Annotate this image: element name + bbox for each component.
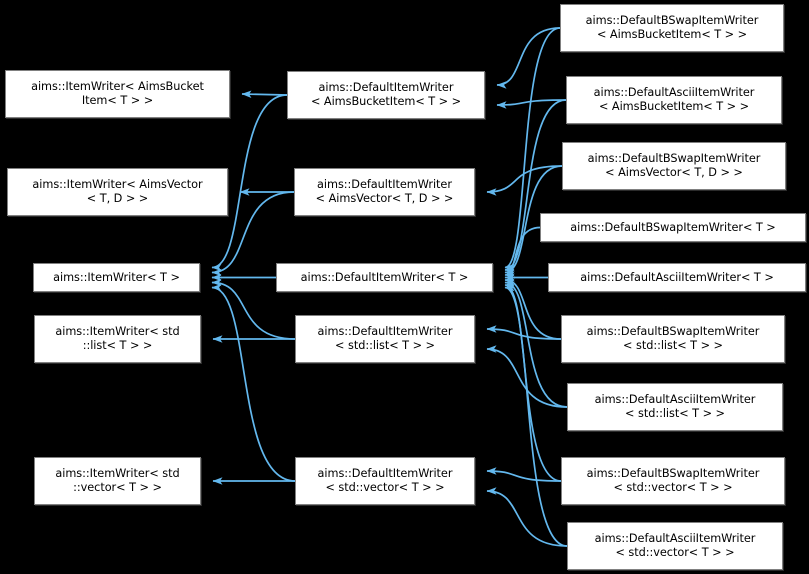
node-defaultasciiitemwriter-t[interactable]: aims::DefaultAsciiItemWriter< T > <box>548 263 806 292</box>
node-itemwriter-stdlist[interactable]: aims::ItemWriter< std ::list< T > > <box>34 315 201 363</box>
node-defaultbswapitemwriter-aimsbucketitem[interactable]: aims::DefaultBSwapItemWriter < AimsBucke… <box>560 4 784 52</box>
node-defaultitemwriter-aimsbucketitem[interactable]: aims::DefaultItemWriter < AimsBucketItem… <box>287 71 485 119</box>
node-defaultasciiitemwriter-aimsbucketitem[interactable]: aims::DefaultAsciiItemWriter < AimsBucke… <box>566 76 782 124</box>
node-defaultitemwriter-aimsvector[interactable]: aims::DefaultItemWriter < AimsVector< T,… <box>294 168 475 216</box>
node-itemwriter-stdvector[interactable]: aims::ItemWriter< std ::vector< T > > <box>34 457 201 505</box>
node-defaultitemwriter-stdvector[interactable]: aims::DefaultItemWriter < std::vector< T… <box>295 457 475 505</box>
node-defaultbswapitemwriter-aimsvector[interactable]: aims::DefaultBSwapItemWriter < AimsVecto… <box>562 142 786 190</box>
node-defaultbswapitemwriter-stdvector[interactable]: aims::DefaultBSwapItemWriter < std::vect… <box>561 457 785 505</box>
node-defaultitemwriter-t[interactable]: aims::DefaultItemWriter< T > <box>276 263 493 292</box>
node-itemwriter-aimsvector[interactable]: aims::ItemWriter< AimsVector < T, D > > <box>7 168 228 216</box>
node-itemwriter-t[interactable]: aims::ItemWriter< T > <box>33 263 200 292</box>
node-defaultasciiitemwriter-stdlist[interactable]: aims::DefaultAsciiItemWriter < std::list… <box>567 383 783 431</box>
node-defaultitemwriter-stdlist[interactable]: aims::DefaultItemWriter < std::list< T >… <box>295 315 475 363</box>
node-defaultbswapitemwriter-stdlist[interactable]: aims::DefaultBSwapItemWriter < std::list… <box>561 315 785 363</box>
node-defaultasciiitemwriter-stdvector[interactable]: aims::DefaultAsciiItemWriter < std::vect… <box>567 522 783 570</box>
node-itemwriter-aimsbucketitem[interactable]: aims::ItemWriter< AimsBucket Item< T > > <box>5 70 230 118</box>
node-defaultbswapitemwriter-t[interactable]: aims::DefaultBSwapItemWriter< T > <box>540 213 806 242</box>
